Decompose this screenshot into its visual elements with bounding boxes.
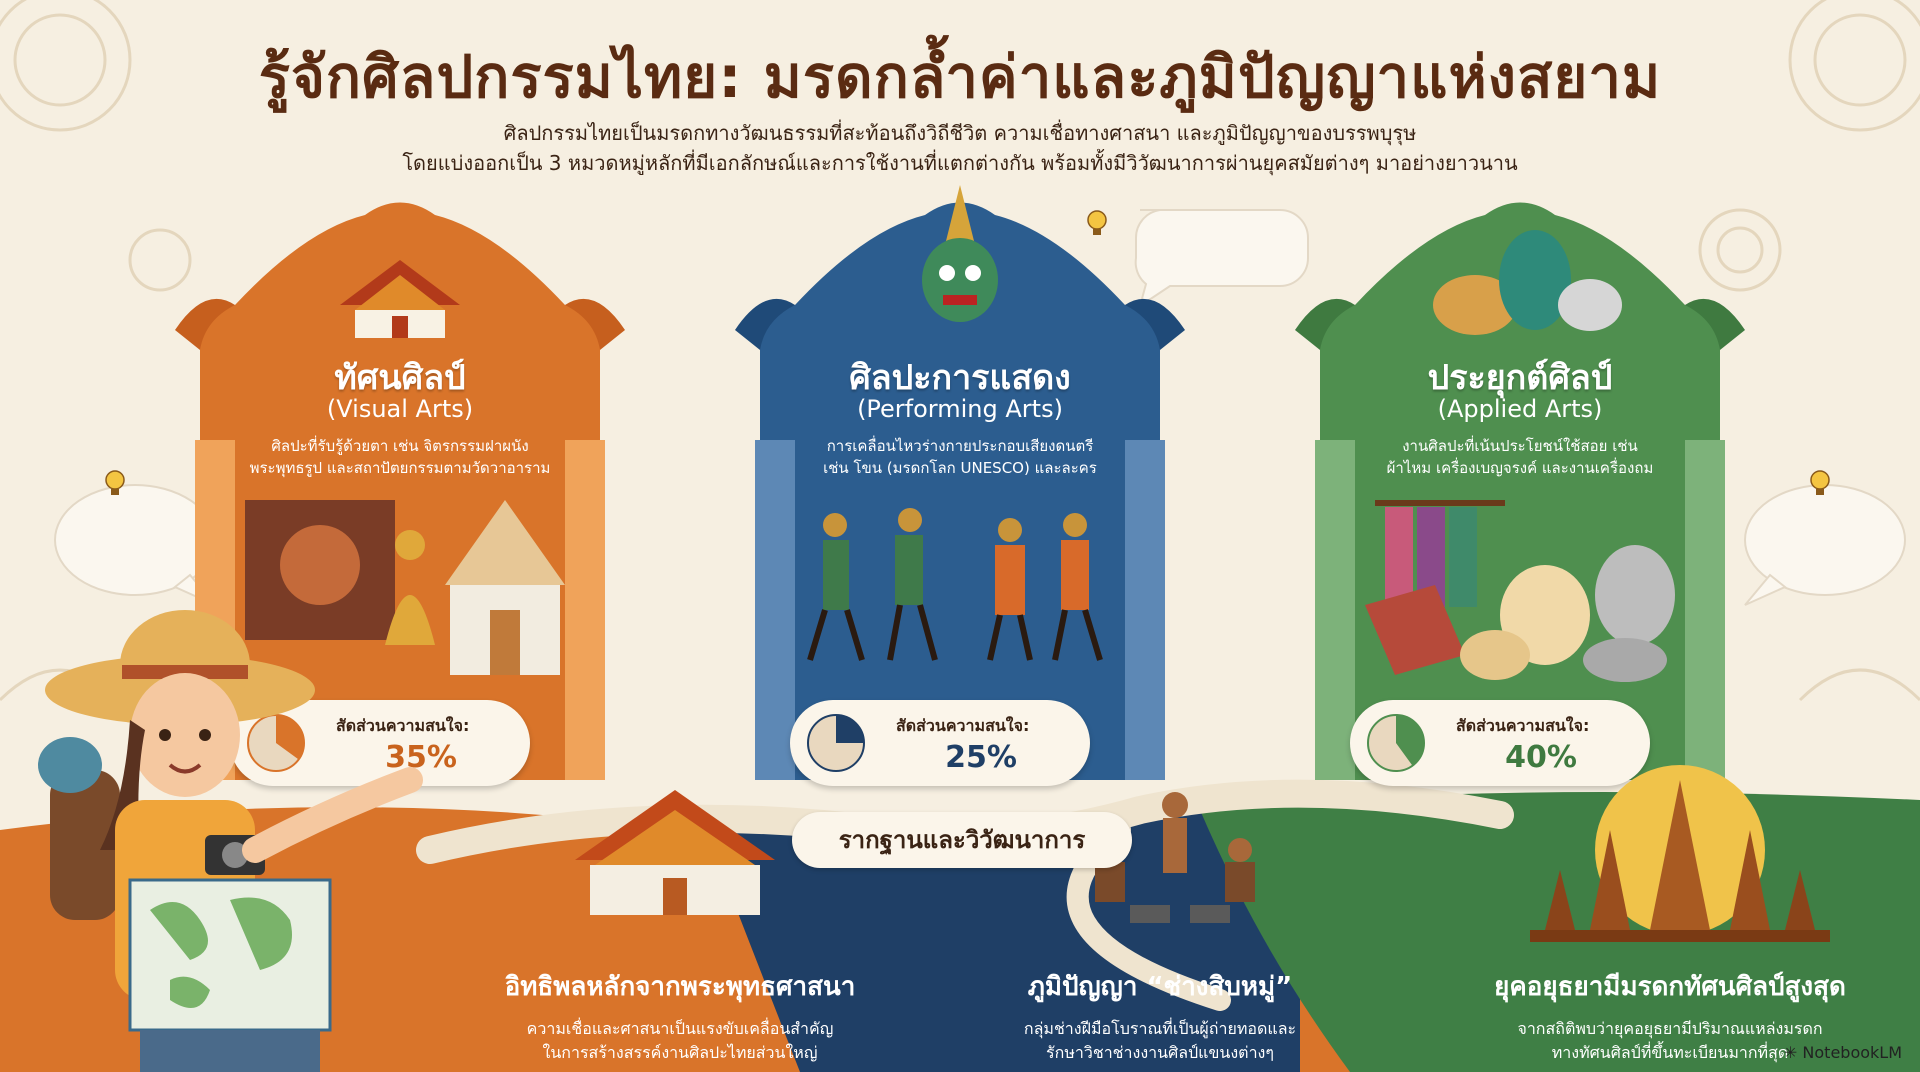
- card-title-visual-arts: ทัศนศิลป์: [334, 358, 466, 398]
- card-english-applied-arts: (Applied Arts): [1437, 395, 1603, 423]
- interest-label: สัดส่วนความสนใจ:: [1456, 716, 1590, 735]
- bottom-desc-line: ความเชื่อและศาสนาเป็นแรงขับเคลื่อนสำคัญ: [526, 1019, 834, 1038]
- lightbulb-icon: [105, 470, 125, 495]
- card-desc-line: ศิลปะที่รับรู้ด้วยตา เช่น จิตรกรรมฝาผนัง: [271, 437, 529, 455]
- visual-arts-illustration: [245, 500, 565, 675]
- applied-arts-illustration: [1365, 500, 1675, 682]
- khon-mask-icon: [922, 185, 998, 322]
- bottom-desc-line: จากสถิติพบว่ายุคอยุธยามีปริมาณแหล่งมรดก: [1517, 1019, 1823, 1038]
- card-desc-line: พระพุทธรูป และสถาปัตยกรรมตามวัดวาอาราม: [249, 459, 551, 477]
- card-desc-line: เช่น โขน (มรดกโลก UNESCO) และละคร: [823, 459, 1097, 477]
- interest-value-performing-arts: 25%: [945, 740, 1017, 775]
- bottom-desc-ayutthaya: จากสถิติพบว่ายุคอยุธยามีปริมาณแหล่งมรดก …: [1440, 1017, 1900, 1065]
- card-description-visual-arts: ศิลปะที่รับรู้ด้วยตา เช่น จิตรกรรมฝาผนัง…: [235, 435, 565, 479]
- card-desc-line: การเคลื่อนไหวร่างกายประกอบเสียงดนตรี: [826, 437, 1094, 455]
- temple-illustration: [575, 790, 775, 915]
- bottom-title-buddhism: อิทธิพลหลักจากพระพุทธศาสนา: [504, 972, 856, 1002]
- foundation-evolution-label: รากฐานและวิวัฒนาการ: [792, 812, 1132, 868]
- khon-dancers-illustration: [807, 508, 1103, 661]
- category-card-visual-arts: ทัศนศิลป์ (Visual Arts) ศิลปะที่รับรู้ด้…: [165, 190, 635, 786]
- bottom-title-ayutthaya: ยุคอยุธยามีมรดกทัศนศิลป์สูงสุด: [1494, 972, 1846, 1002]
- pie-slice: [276, 715, 304, 760]
- interest-pill-visual-arts: สัดส่วนความสนใจ: 35%: [230, 700, 530, 786]
- bottom-desc-buddhism: ความเชื่อและศาสนาเป็นแรงขับเคลื่อนสำคัญ …: [440, 1017, 920, 1065]
- pie-slice: [836, 715, 864, 743]
- bottom-title-craftsmen: ภูมิปัญญา “ช่างสิบหมู่”: [1027, 972, 1293, 1002]
- bottom-desc-craftsmen: กลุ่มช่างฝีมือโบราณที่เป็นผู้ถ่ายทอดและ …: [950, 1017, 1370, 1065]
- traveler-illustration: [38, 610, 423, 1072]
- thai-temple-icon: [340, 260, 460, 338]
- subtitle-line-2: โดยแบ่งออกเป็น 3 หมวดหมู่หลักที่มีเอกลัก…: [402, 151, 1518, 175]
- bottom-desc-line: รักษาวิชาช่างงานศิลป์แขนงต่างๆ: [1046, 1043, 1274, 1062]
- page-title: รู้จักศิลปกรรมไทย: มรดกล้ำค่าและภูมิปัญญ…: [258, 43, 1662, 111]
- interest-pie-performing-arts: [807, 714, 865, 772]
- interest-label: สัดส่วนความสนใจ:: [896, 716, 1030, 735]
- interest-pie-visual-arts: [247, 714, 305, 772]
- category-card-performing-arts: ศิลปะการแสดง (Performing Arts) การเคลื่อ…: [725, 185, 1195, 786]
- interest-label: สัดส่วนความสนใจ:: [336, 716, 470, 735]
- interest-pill-applied-arts: สัดส่วนความสนใจ: 40%: [1350, 700, 1650, 786]
- card-description-applied-arts: งานศิลปะที่เน้นประโยชน์ใช้สอย เช่น ผ้าไห…: [1355, 435, 1685, 479]
- bottom-desc-line: ทางทัศนศิลป์ที่ขึ้นทะเบียนมากที่สุด: [1551, 1043, 1789, 1062]
- interest-value-visual-arts: 35%: [385, 740, 457, 775]
- bottom-block-buddhism: อิทธิพลหลักจากพระพุทธศาสนา ความเชื่อและศ…: [440, 966, 920, 1065]
- speech-bubble-top: [1134, 209, 1309, 309]
- lightbulb-icon: [1087, 210, 1107, 235]
- page-subtitle: ศิลปกรรมไทยเป็นมรดกทางวัฒนธรรมที่สะท้อนถ…: [260, 118, 1660, 178]
- category-card-applied-arts: ประยุกต์ศิลป์ (Applied Arts) งานศิลปะที่…: [1285, 190, 1755, 786]
- interest-pill-performing-arts: สัดส่วนความสนใจ: 25%: [790, 700, 1090, 786]
- card-title-applied-arts: ประยุกต์ศิลป์: [1427, 358, 1613, 398]
- card-desc-line: ผ้าไหม เครื่องเบญจรงค์ และงานเครื่องถม: [1386, 459, 1654, 477]
- interest-value-applied-arts: 40%: [1505, 740, 1577, 775]
- card-english-performing-arts: (Performing Arts): [857, 395, 1063, 423]
- card-description-performing-arts: การเคลื่อนไหวร่างกายประกอบเสียงดนตรี เช่…: [795, 435, 1125, 479]
- benjarong-pottery-icon: [1433, 230, 1622, 335]
- bottom-block-ayutthaya: ยุคอยุธยามีมรดกทัศนศิลป์สูงสุด จากสถิติพ…: [1440, 966, 1900, 1065]
- subtitle-line-1: ศิลปกรรมไทยเป็นมรดกทางวัฒนธรรมที่สะท้อนถ…: [503, 121, 1417, 145]
- lightbulb-icon: [1810, 470, 1830, 495]
- bottom-desc-line: กลุ่มช่างฝีมือโบราณที่เป็นผู้ถ่ายทอดและ: [1023, 1019, 1297, 1038]
- bottom-block-craftsmen: ภูมิปัญญา “ช่างสิบหมู่” กลุ่มช่างฝีมือโบ…: [950, 966, 1370, 1065]
- card-english-visual-arts: (Visual Arts): [326, 395, 474, 423]
- branding-text: NotebookLM: [1802, 1043, 1902, 1062]
- ayutthaya-ruins-illustration: [1530, 765, 1830, 942]
- card-desc-line: งานศิลปะที่เน้นประโยชน์ใช้สอย เช่น: [1402, 437, 1638, 455]
- bottom-desc-line: ในการสร้างสรรค์งานศิลปะไทยส่วนใหญ่: [542, 1043, 818, 1062]
- notebooklm-logo-icon: ✳: [1783, 1043, 1798, 1062]
- pie-slice: [1396, 715, 1424, 766]
- notebooklm-branding: ✳ NotebookLM: [1784, 1043, 1902, 1062]
- speech-bubble-right: [1744, 484, 1906, 606]
- card-title-performing-arts: ศิลปะการแสดง: [849, 358, 1071, 398]
- interest-pie-applied-arts: [1367, 714, 1425, 772]
